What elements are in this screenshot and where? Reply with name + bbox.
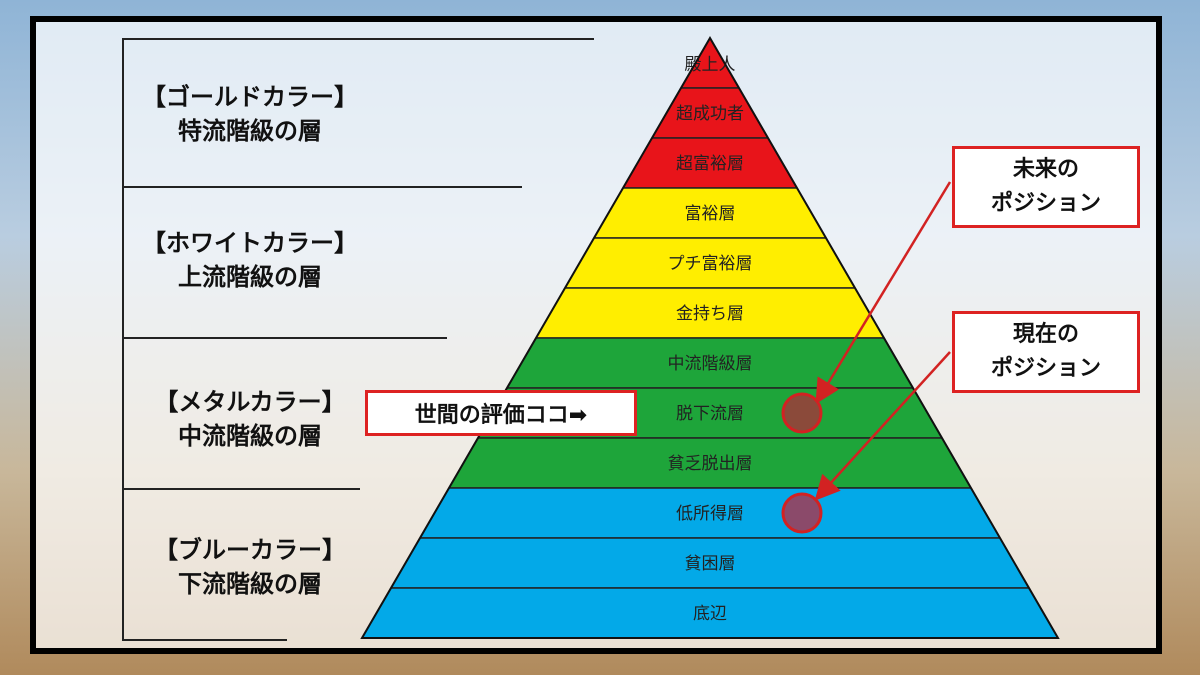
class-subtitle: 特流階級の層	[178, 117, 322, 145]
class-subtitle: 上流階級の層	[178, 263, 322, 291]
future-line2: ポジション	[990, 191, 1101, 216]
class-label-blue: 【ブルーカラー】 下流階級の層	[130, 533, 370, 601]
pyramid-level-label: 底辺	[693, 604, 727, 624]
class-subtitle: 中流階級の層	[178, 422, 322, 450]
bracket-line-gold-white	[122, 186, 522, 188]
class-label-metal: 【メタルカラー】 中流階級の層	[130, 385, 370, 453]
pyramid-outline	[360, 36, 1060, 639]
pyramid-level-label: 低所得層	[676, 504, 744, 524]
bracket-line-top	[122, 38, 594, 40]
class-label-gold: 【ゴールドカラー】 特流階級の層	[130, 80, 370, 148]
pyramid-level-label: 貧困層	[685, 554, 736, 574]
future-line1: 未来の	[1012, 157, 1079, 182]
pyramid-level-label: 富裕層	[685, 204, 736, 224]
evaluation-callout: 世間の評価ココ➡	[365, 390, 637, 436]
pyramid-level-label: プチ富裕層	[668, 254, 753, 274]
current-position-marker	[781, 492, 823, 534]
pyramid-level-label: 中流階級層	[668, 354, 753, 374]
future-position-marker	[781, 392, 823, 434]
bracket-line-metal-blue	[122, 488, 360, 490]
class-label-white: 【ホワイトカラー】 上流階級の層	[130, 226, 370, 294]
pyramid-level-label: 超成功者	[676, 104, 744, 124]
class-subtitle: 下流階級の層	[178, 570, 322, 598]
pyramid-level-label: 超富裕層	[676, 154, 744, 174]
bracket-line-white-metal	[122, 337, 447, 339]
pyramid-level-label: 金持ち層	[676, 304, 744, 324]
future-position-callout: 未来の ポジション	[952, 146, 1140, 228]
future-arrow	[815, 181, 952, 405]
class-title: 【ホワイトカラー】	[142, 229, 358, 257]
current-line2: ポジション	[990, 356, 1101, 381]
pyramid-level-label: 貧乏脱出層	[668, 454, 753, 474]
class-title: 【ゴールドカラー】	[142, 83, 358, 111]
pyramid-level-label: 殿上人	[685, 55, 736, 75]
current-position-callout: 現在の ポジション	[952, 311, 1140, 393]
current-line1: 現在の	[1012, 322, 1079, 347]
pyramid-level-label: 脱下流層	[676, 404, 744, 424]
class-title: 【メタルカラー】	[154, 388, 346, 416]
class-title: 【ブルーカラー】	[154, 536, 346, 564]
bracket-vertical-line	[122, 38, 124, 640]
bracket-line-bottom	[122, 639, 287, 641]
current-arrow	[814, 351, 951, 501]
